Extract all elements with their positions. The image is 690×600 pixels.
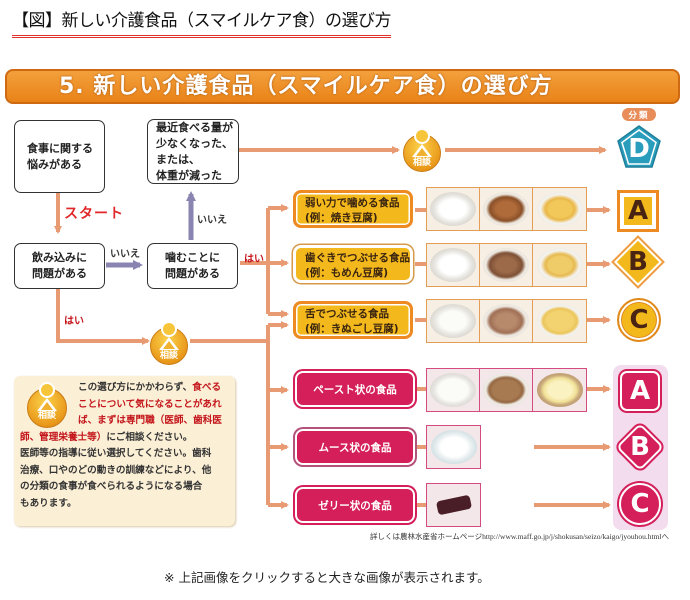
chew-food-b-box: 歯ぐきでつぶせる食品 (例：もめん豆腐)	[293, 245, 413, 283]
chew-food-a-box: 弱い力で噛める食品 (例：焼き豆腐)	[293, 190, 413, 228]
class-c-swallow-badge: C	[619, 483, 661, 525]
source-reference[interactable]: 詳しくは農林水産省ホームページhttp://www.maff.go.jp/j/s…	[370, 532, 669, 541]
chew-c-photos	[426, 299, 587, 343]
click-to-enlarge-caption: ※ 上記画像をクリックすると大きな画像が表示されます。	[164, 570, 490, 585]
swallow-question-box: 飲み込みに問題がある	[14, 243, 105, 289]
class-b-swallow-badge: B	[615, 422, 665, 472]
consult-icon-note: 相談	[27, 382, 67, 428]
page-heading: 【図】新しい介護食品（スマイルケア食）の選び方	[12, 10, 392, 38]
no-label-swallow: いいえ	[110, 249, 140, 260]
swallow-food-paste-box: ペースト状の食品	[295, 371, 415, 407]
chew-food-c-box: 舌でつぶせる食品 (例：きぬごし豆腐)	[293, 301, 413, 339]
arrow-swallow-yes	[56, 289, 150, 345]
consult-icon-bottom: 相談	[150, 321, 188, 365]
photo-rolled-omelette-spoon	[533, 244, 586, 286]
start-question-box: 食事に関する悩みがある	[14, 120, 105, 193]
consult-icon-top: 相談	[403, 128, 441, 172]
pentagon-shape	[617, 125, 661, 168]
photo-simmered-vegetables	[480, 244, 533, 286]
class-b-chew-badge: B	[613, 237, 663, 287]
no-label-chew: いいえ	[197, 215, 227, 226]
chew-a-photos	[426, 187, 587, 231]
photo-rolled-omelette	[533, 188, 586, 230]
start-label: スタート	[64, 206, 124, 222]
swallow-food-jelly-box: ゼリー状の食品	[295, 487, 415, 523]
yes-label-swallow: はい	[64, 316, 84, 327]
swallow-food-mousse-box: ムース状の食品	[295, 429, 415, 465]
photo-rice-porridge	[427, 244, 480, 286]
photo-jelly	[427, 484, 480, 526]
class-d-badge: D	[616, 124, 662, 170]
class-a-swallow-badge: A	[620, 371, 660, 411]
photo-paste-meat	[480, 369, 533, 411]
photo-paste-custard	[533, 369, 586, 411]
jelly-photos	[426, 483, 481, 527]
mousse-photos	[426, 425, 481, 469]
appetite-question-box: 最近食べる量が 少なくなった、 または、 体重が減った	[147, 119, 239, 184]
diagram-banner-title: 5. 新しい介護食品（スマイルケア食）の選び方	[5, 69, 680, 104]
photo-paste-porridge	[427, 369, 480, 411]
classification-header: 分類	[622, 108, 656, 121]
chew-question-box: 噛むことに問題がある	[147, 243, 238, 289]
consult-note: 相談 この選び方にかかわらず、食べる ことについて気になることがあれ ば、まずは…	[14, 376, 235, 526]
photo-simmered-vegetables	[480, 188, 533, 230]
photo-stew	[480, 300, 533, 342]
photo-rice-porridge	[427, 300, 480, 342]
yes-label-chew: はい	[244, 254, 264, 265]
photo-scrambled-egg	[533, 300, 586, 342]
photo-mousse	[427, 426, 480, 468]
photo-rice-porridge	[427, 188, 480, 230]
paste-photos	[426, 368, 587, 412]
chew-b-photos	[426, 243, 587, 287]
class-c-chew-badge: C	[617, 298, 661, 342]
class-a-chew-badge: A	[617, 190, 659, 232]
